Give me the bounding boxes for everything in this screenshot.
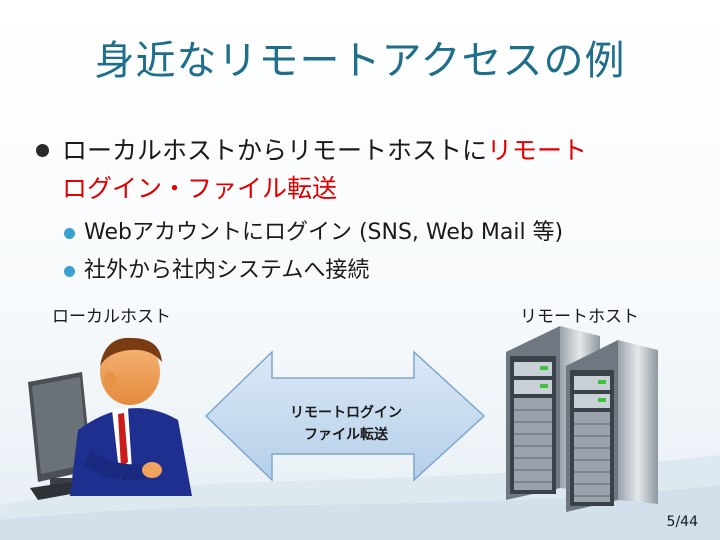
person-at-computer-icon xyxy=(28,337,192,500)
sub-bullet-1-text: Webアカウントにログイン (SNS, Web Mail 等) xyxy=(84,220,564,245)
bullet-dot-icon xyxy=(36,144,49,157)
main-bullet-part1: ローカルホストからリモートホストに xyxy=(62,136,488,165)
slide-title: 身近なリモートアクセスの例 xyxy=(94,38,626,84)
arrow-label-line1: リモートログイン xyxy=(290,405,402,421)
sub-bullet-2: 社外から社内システムへ接続 xyxy=(64,256,684,286)
arrow-label-line2: ファイル転送 xyxy=(304,427,388,443)
main-bullet-text: ローカルホストからリモートホストにリモートログイン・ファイル転送 xyxy=(62,132,676,208)
remote-host-label: リモートホスト xyxy=(520,307,639,327)
sub-bullet-1: Webアカウントにログイン (SNS, Web Mail 等) xyxy=(64,218,684,248)
main-bullet-emphasis-2: ログイン・ファイル転送 xyxy=(62,174,338,203)
server-rack-icon xyxy=(506,326,658,512)
local-host-label: ローカルホスト xyxy=(52,307,171,327)
sub-bullet-dot-icon xyxy=(64,266,75,277)
page-number: 5/44 xyxy=(666,514,698,530)
sub-bullet-2-text: 社外から社内システムへ接続 xyxy=(84,258,370,283)
main-bullet: ローカルホストからリモートホストにリモートログイン・ファイル転送 xyxy=(36,132,676,208)
double-arrow-icon xyxy=(204,350,486,482)
main-bullet-emphasis-1: リモート xyxy=(487,136,588,165)
arrow-label: リモートログイン ファイル転送 xyxy=(266,402,426,446)
sub-bullet-dot-icon xyxy=(64,228,75,239)
